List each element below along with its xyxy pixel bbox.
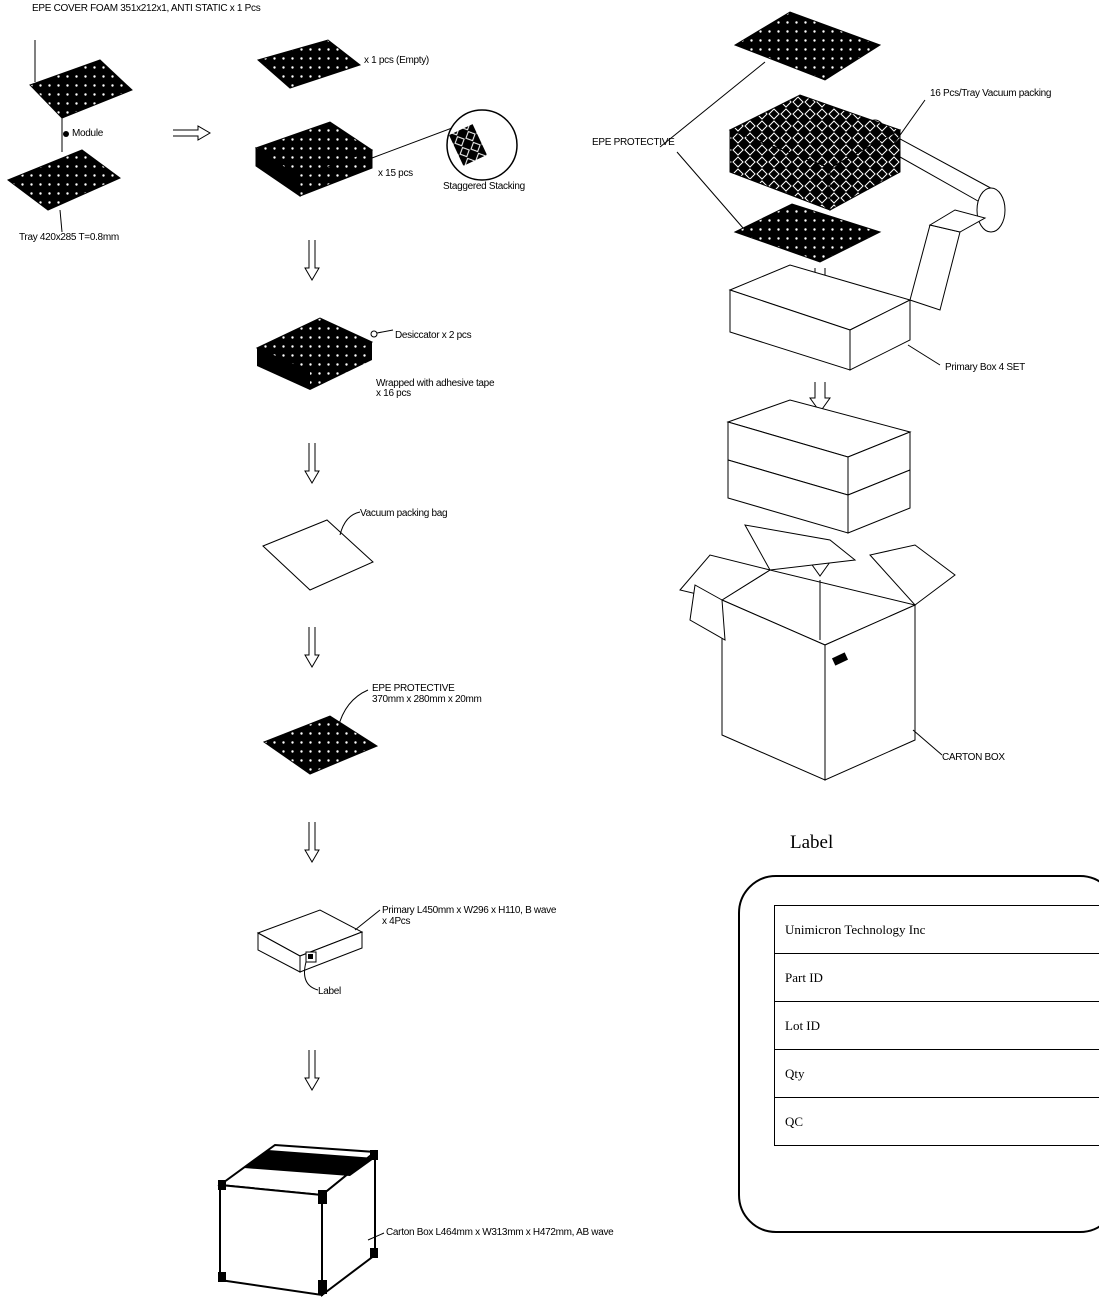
wrapped-label-line2: x 16 pcs xyxy=(376,388,411,399)
module-dot xyxy=(63,131,69,137)
label-row-company: Unimicron Technology Inc xyxy=(774,905,1099,954)
label-row-qc: QC xyxy=(774,1097,1099,1146)
label-card xyxy=(738,875,1099,1233)
carton-exploded-leader xyxy=(912,729,943,756)
module-label: Module xyxy=(72,128,103,139)
table-row: Part ID xyxy=(774,953,1099,1002)
carton-box-taped xyxy=(217,1143,378,1298)
carton-box-label: CARTON BOX xyxy=(942,752,1005,763)
right-arrow-icon xyxy=(173,125,211,141)
vacuum-bag-label: Vacuum packing bag xyxy=(360,508,448,519)
label-card-title: Label xyxy=(790,832,834,853)
label-leader xyxy=(304,961,319,991)
table-row: QC xyxy=(774,1097,1099,1146)
top-epe-sheet xyxy=(733,11,882,81)
empty-tray-label: x 1 pcs (Empty) xyxy=(364,55,429,66)
empty-tray xyxy=(256,39,362,89)
down-arrow-icon xyxy=(304,822,320,863)
label-row-qty: Qty xyxy=(774,1049,1099,1098)
label-row-lot-id: Lot ID xyxy=(774,1001,1099,1050)
epe-leader xyxy=(337,689,369,729)
epe-exploded-leader-2 xyxy=(676,151,751,237)
primary-label-line1: Primary L450mm x W296 x H110, B wave xyxy=(382,905,557,916)
tray-label: Tray 420x285 T=0.8mm xyxy=(19,232,119,243)
tray-vacuum-leader xyxy=(892,99,926,146)
carton-leader xyxy=(367,1232,385,1241)
carton-label: Carton Box L464mm x W313mm x H472mm, AB … xyxy=(386,1227,614,1238)
desiccator-icon xyxy=(370,330,378,338)
stacked-primary-boxes xyxy=(726,399,912,534)
label-table: Unimicron Technology Inc Part ID Lot ID … xyxy=(774,905,1099,1146)
bag-leader xyxy=(339,511,361,536)
open-carton-box xyxy=(679,524,956,781)
tray-stack-exploded xyxy=(728,94,902,211)
down-arrow-icon xyxy=(304,627,320,668)
epe-label-line1: EPE PROTECTIVE xyxy=(372,683,455,694)
primary-box-leader xyxy=(907,344,941,366)
table-row: Qty xyxy=(774,1049,1099,1098)
down-arrow-icon xyxy=(304,240,320,281)
vacuum-bag xyxy=(262,519,374,591)
staggered-label: Staggered Stacking xyxy=(443,181,525,192)
exploded-epe-label: EPE PROTECTIVE xyxy=(592,137,675,148)
primary-label-line2: x 4Pcs xyxy=(382,916,411,927)
cover-foam-sheet xyxy=(29,59,133,119)
label-row-part-id: Part ID xyxy=(774,953,1099,1002)
table-row: Lot ID xyxy=(774,1001,1099,1050)
module-tray xyxy=(6,149,121,211)
staggered-detail-circle xyxy=(446,109,518,181)
epe-label-line2: 370mm x 280mm x 20mm xyxy=(372,694,482,705)
cover-foam-label: EPE COVER FOAM 351x212x1, ANTI STATIC x … xyxy=(32,3,261,14)
tray-vacuum-label: 16 Pcs/Tray Vacuum packing xyxy=(930,88,1052,99)
wrapped-label-line1: Wrapped with adhesive tape xyxy=(376,378,495,389)
primary-label-tag: Label xyxy=(318,986,341,997)
primary-box-label: Primary Box 4 SET xyxy=(945,362,1025,373)
primary-leader xyxy=(354,909,381,931)
desiccator-label: Desiccator x 2 pcs xyxy=(395,330,472,341)
tray-stack xyxy=(254,121,374,197)
down-arrow-icon xyxy=(304,443,320,484)
table-row: Unimicron Technology Inc xyxy=(774,905,1099,954)
primary-box xyxy=(256,909,364,973)
tray-leader xyxy=(59,209,63,233)
bottom-epe-sheet xyxy=(733,203,882,263)
epe-exploded-leader-1 xyxy=(659,61,766,148)
wrapped-block xyxy=(255,317,374,390)
down-arrow-icon xyxy=(304,1050,320,1091)
stack-count-label: x 15 pcs xyxy=(378,168,413,179)
desiccator-leader xyxy=(376,329,394,334)
open-primary-box xyxy=(728,209,987,371)
epe-protective-sheet xyxy=(262,715,379,775)
stack-leader xyxy=(371,124,461,159)
